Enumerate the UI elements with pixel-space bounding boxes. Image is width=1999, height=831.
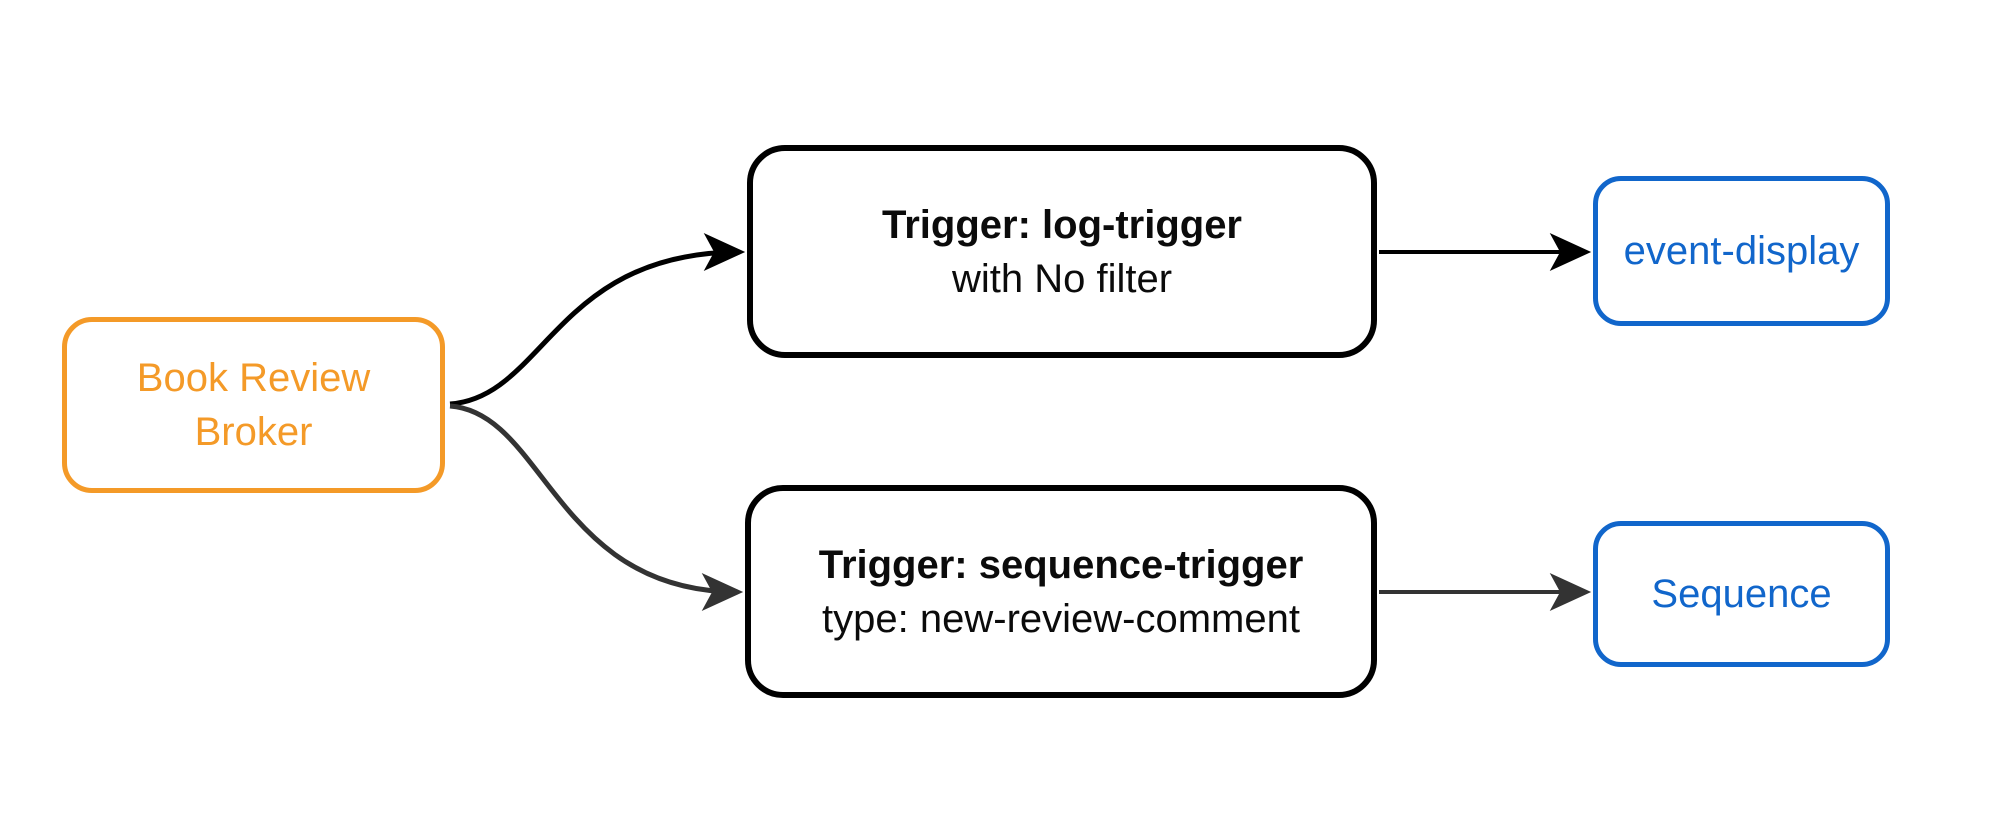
- log-trigger-subtitle: with No filter: [951, 256, 1173, 301]
- sequence-label: Sequence: [1651, 572, 1832, 616]
- node-event-display: event-display: [1593, 176, 1890, 326]
- edge-broker-to-sequence-trigger: [449, 403, 744, 611]
- sequence-trigger-title: Trigger: sequence-trigger: [818, 542, 1304, 587]
- node-sequence-trigger: Trigger: sequence-trigger type: new-revi…: [745, 485, 1377, 698]
- broker-label-line1: Book Review: [136, 356, 371, 400]
- sequence-trigger-subtitle: type: new-review-comment: [822, 596, 1300, 641]
- node-book-review-broker: Book Review Broker: [62, 317, 445, 493]
- node-log-trigger: Trigger: log-trigger with No filter: [747, 145, 1377, 358]
- broker-label-line2: Broker: [194, 410, 313, 454]
- edge-broker-to-log-trigger: [449, 233, 746, 407]
- node-sequence: Sequence: [1593, 521, 1890, 667]
- log-trigger-title: Trigger: log-trigger: [882, 202, 1242, 247]
- event-display-label: event-display: [1623, 229, 1860, 273]
